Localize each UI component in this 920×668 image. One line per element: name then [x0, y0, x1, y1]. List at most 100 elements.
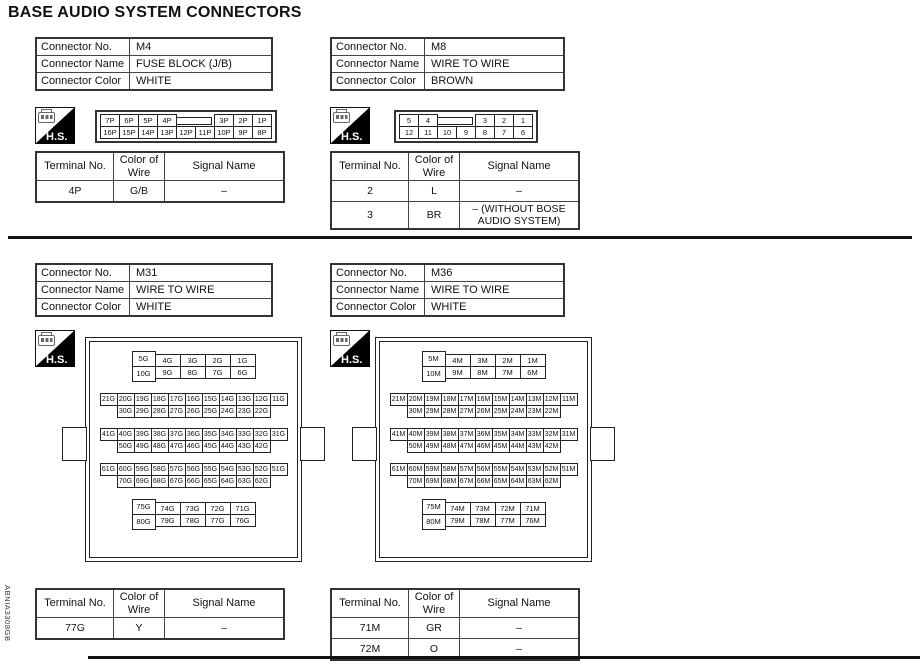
connector-color-label: Connector Color — [330, 72, 425, 91]
pin-cell: 79G — [154, 514, 181, 527]
pin-cell: 51G — [269, 463, 288, 476]
pin-cell: 69G — [133, 475, 152, 488]
connector-color-label: Connector Color — [35, 72, 130, 91]
pin-cell: 9M — [444, 366, 471, 379]
info-row: Connector Name WIRE TO WIRE — [330, 281, 565, 299]
pin-cell: 62G — [252, 475, 271, 488]
pin-cell: 10 — [437, 126, 457, 139]
connector-color-value: WHITE — [129, 298, 273, 317]
pin-cell: 22G — [252, 405, 271, 418]
signal-name: – — [459, 638, 580, 661]
hs-connector-glyph — [333, 109, 350, 123]
pin-cell: 24G — [218, 405, 237, 418]
hs-view-icon: H.S. — [330, 330, 370, 367]
pin-cell: 49M — [423, 440, 442, 453]
pin-cell: 15P — [119, 126, 139, 139]
terminal-no-header: Terminal No. — [35, 588, 114, 618]
connector-color-label: Connector Color — [330, 298, 425, 317]
info-row: Connector Color WHITE — [35, 298, 273, 317]
pin-cell: 67M — [457, 475, 476, 488]
hs-view-icon: H.S. — [35, 330, 75, 367]
connector-name-value: WIRE TO WIRE — [129, 281, 273, 299]
wire-color-header: Color of Wire — [113, 588, 165, 618]
pin-cell: 5M — [421, 351, 446, 367]
pin-cell: 66G — [184, 475, 203, 488]
terminal-no: 3 — [330, 201, 409, 230]
pin-cell: 65G — [201, 475, 220, 488]
pin-cell: 12P — [176, 126, 196, 139]
pin-cell: 14P — [138, 126, 158, 139]
pin-cell: 13P — [157, 126, 177, 139]
pin-cell: 64M — [508, 475, 527, 488]
pin-cell: 80M — [421, 514, 446, 530]
info-row: Connector No. M31 — [35, 263, 273, 282]
pin-cell: 70M — [406, 475, 425, 488]
hs-connector-glyph — [38, 109, 55, 123]
pin-cell: 42M — [542, 440, 561, 453]
pin-cell: 80G — [131, 514, 156, 530]
connector-color-value: WHITE — [424, 298, 565, 317]
wire-color: O — [408, 638, 460, 661]
pin-cell: 6M — [519, 366, 546, 379]
connector-tab-left — [62, 427, 87, 461]
pin-cell: 76G — [229, 514, 256, 527]
pin-cell: 63M — [525, 475, 544, 488]
terminal-table-m31: Terminal No. Color of Wire Signal Name 7… — [35, 588, 285, 640]
connector-no-label: Connector No. — [330, 263, 425, 282]
connector-name-label: Connector Name — [35, 55, 130, 73]
pin-cell: 77G — [204, 514, 231, 527]
info-row: Connector No. M8 — [330, 37, 565, 56]
connector-name-label: Connector Name — [35, 281, 130, 299]
pin-cell: 8 — [475, 126, 495, 139]
hs-triangle — [35, 330, 75, 367]
hs-label: H.S. — [46, 354, 67, 366]
connector-tab-right — [590, 427, 615, 461]
pin-cell: 75M — [421, 499, 446, 515]
pin-cell: 30M — [406, 405, 425, 418]
info-row: Connector No. M36 — [330, 263, 565, 282]
pin-cell: 9 — [456, 126, 476, 139]
pin-cell: 79M — [444, 514, 471, 527]
pin-cell: 9P — [233, 126, 253, 139]
connector-info-m31: Connector No. M31 Connector Name WIRE TO… — [35, 263, 273, 317]
pin-cell: 64G — [218, 475, 237, 488]
pin-cell: 7 — [494, 126, 514, 139]
pin-cell: 62M — [542, 475, 561, 488]
hs-label: H.S. — [341, 131, 362, 143]
pin-cell: 43M — [525, 440, 544, 453]
pin-cell: 11 — [418, 126, 438, 139]
pin-cell: 25G — [201, 405, 220, 418]
pin-cell: 8M — [469, 366, 496, 379]
pin-cell: 70G — [116, 475, 135, 488]
info-row: Connector Color BROWN — [330, 72, 565, 91]
terminal-no-header: Terminal No. — [330, 151, 409, 181]
signal-name-header: Signal Name — [459, 151, 580, 181]
hs-triangle — [35, 107, 75, 144]
